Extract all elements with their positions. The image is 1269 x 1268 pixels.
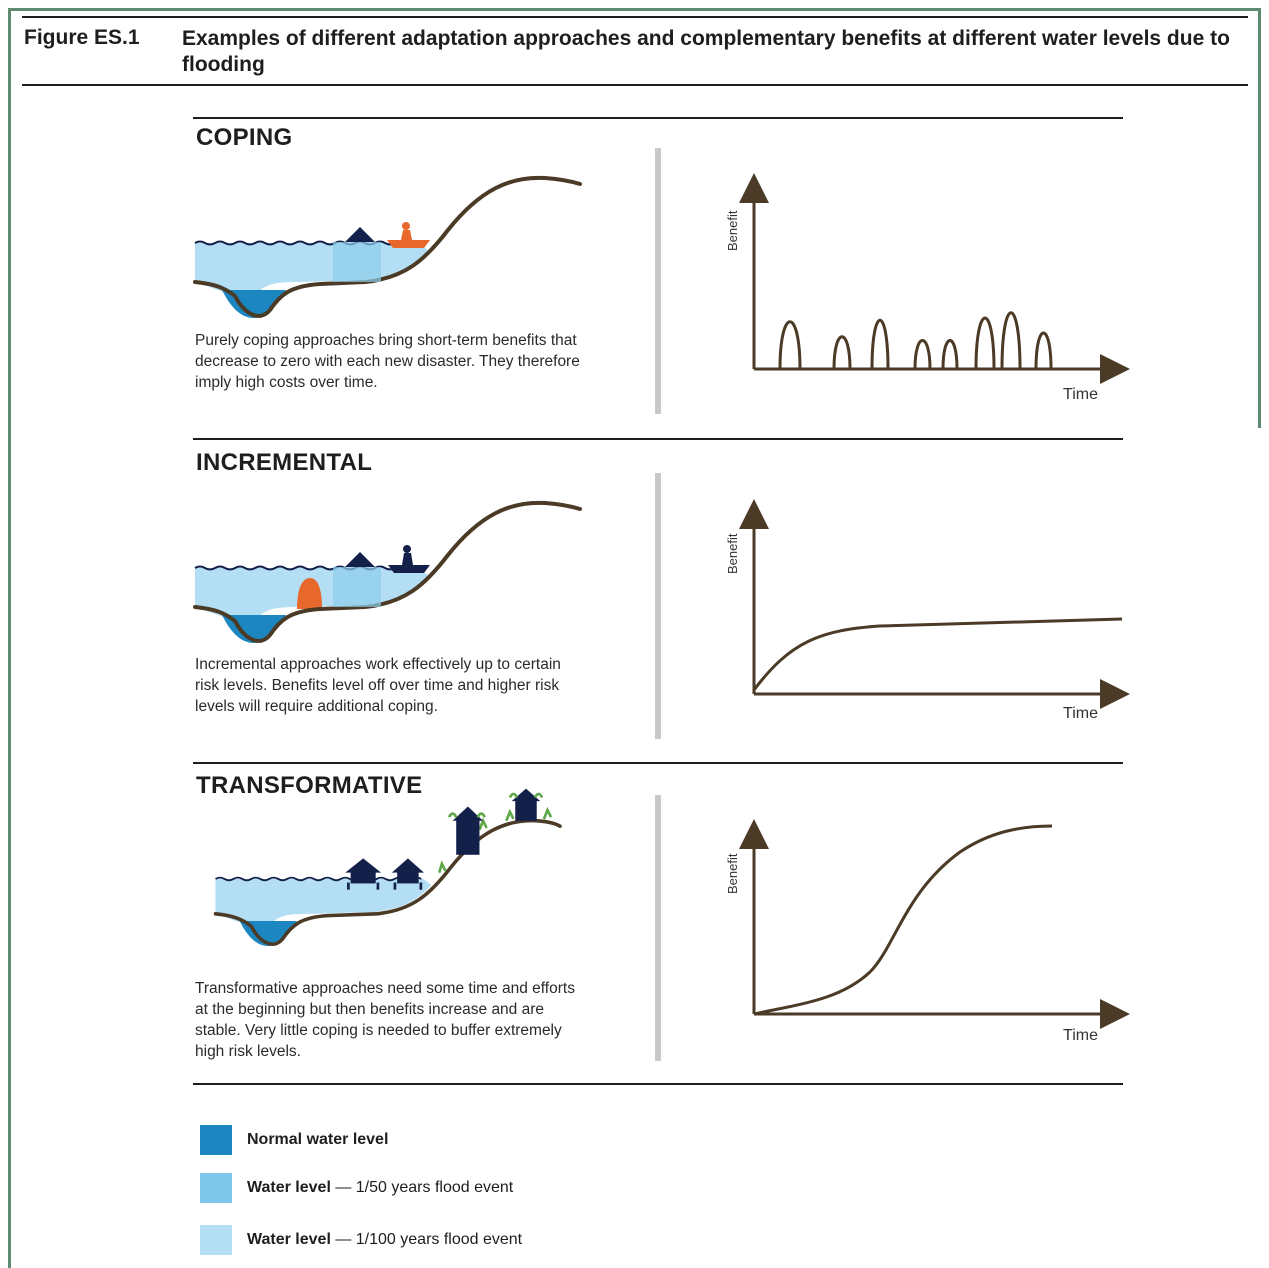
benefit-spike — [870, 319, 890, 370]
x-axis-label: Time — [1063, 705, 1098, 722]
section-title-incremental: INCREMENTAL — [196, 449, 373, 476]
legend-item-normal-water: Normal water level — [200, 1124, 388, 1156]
wave-line — [194, 565, 416, 571]
legend-label: Water level — [247, 1179, 331, 1196]
benefit-curve — [752, 617, 1123, 691]
section-description-transformative: Transformative approaches need some time… — [195, 980, 575, 1060]
hilltop-house-icon — [511, 788, 541, 821]
boat-person-icon — [403, 545, 411, 553]
vegetation-icon — [447, 792, 544, 818]
figure-title: Examples of different adaptation approac… — [182, 27, 1230, 76]
benefit-spike — [913, 339, 932, 370]
hillside-house-icon — [452, 806, 484, 855]
section-divider-incremental — [655, 473, 661, 739]
benefit-curve — [753, 824, 1053, 1016]
frame-border-top — [8, 8, 1261, 11]
x-axis-label: Time — [1063, 1027, 1098, 1044]
benefit-spikes — [778, 311, 1053, 370]
legend-swatch — [200, 1225, 232, 1255]
benefit-spike — [1034, 331, 1053, 370]
section-rule-coping — [193, 117, 1123, 119]
benefit-spike — [1000, 311, 1022, 370]
submerged-house-icon — [333, 567, 381, 607]
y-axis-label: Benefit — [725, 210, 740, 251]
terrain-line — [213, 818, 562, 946]
section-title-transformative: TRANSFORMATIVE — [196, 772, 423, 799]
frame-border-right — [1258, 8, 1261, 428]
coping-illustration — [193, 175, 582, 318]
house-roof-icon — [345, 552, 375, 567]
submerged-house-icon — [333, 242, 381, 282]
stilt-house-icon — [391, 858, 424, 890]
house-roof-icon — [345, 227, 375, 242]
section-title-coping: COPING — [196, 124, 293, 151]
benefit-spike — [778, 320, 802, 370]
frame-border-left — [8, 8, 11, 1268]
benefit-spike — [941, 339, 959, 370]
flood-water — [215, 878, 432, 930]
section-divider-coping — [655, 148, 661, 414]
section-rule-incremental — [193, 438, 1123, 440]
figure-label: Figure ES.1 — [24, 26, 140, 49]
legend-item-flood-50: Water level — 1/50 years flood event — [200, 1172, 513, 1204]
section-rule-bottom — [193, 1083, 1123, 1085]
transformative-graph: Benefit Time — [725, 819, 1130, 1044]
transformative-illustration — [213, 788, 562, 947]
flood-barrier-icon — [297, 578, 322, 609]
section-description-coping: Purely coping approaches bring short-ter… — [195, 332, 580, 391]
boat-icon — [387, 240, 430, 248]
section-description-incremental: Incremental approaches work effectively … — [195, 656, 561, 715]
legend-label-detail: — 1/100 years flood event — [330, 1231, 523, 1248]
section-rule-transformative — [193, 762, 1123, 764]
benefit-spike — [832, 335, 852, 370]
boat-icon — [388, 565, 430, 573]
y-axis-label: Benefit — [725, 853, 740, 894]
figure-bottom-rule — [22, 84, 1248, 86]
vegetation-icon — [437, 806, 553, 874]
legend-label-detail: — 1/50 years flood event — [330, 1179, 514, 1196]
x-axis-label: Time — [1063, 386, 1098, 403]
legend-label: Normal water level — [247, 1131, 389, 1148]
legend-swatch — [200, 1125, 232, 1155]
incremental-graph: Benefit Time — [725, 499, 1130, 722]
legend-swatch — [200, 1173, 232, 1203]
wave-line — [194, 240, 416, 246]
incremental-illustration — [193, 500, 582, 643]
wave-line — [215, 876, 422, 882]
boat-person-icon — [402, 222, 410, 230]
figure-top-rule — [22, 16, 1248, 18]
y-axis-label: Benefit — [725, 533, 740, 574]
legend-item-flood-100: Water level — 1/100 years flood event — [200, 1224, 522, 1256]
benefit-spike — [974, 316, 996, 370]
legend-label: Water level — [247, 1231, 331, 1248]
section-divider-transformative — [655, 795, 661, 1061]
stilt-house-icon — [345, 858, 382, 890]
coping-graph: Benefit Time — [725, 173, 1130, 403]
